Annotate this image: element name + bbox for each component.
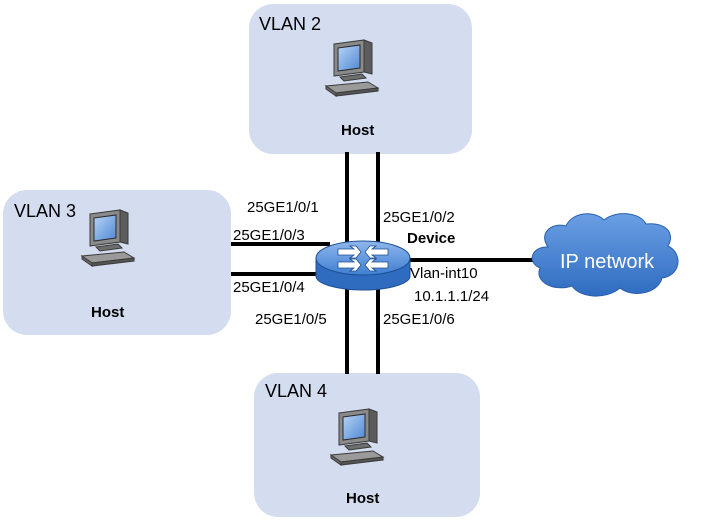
port-label-p1: 25GE1/0/1 [247,199,319,216]
port-label-p3: 25GE1/0/3 [233,227,305,244]
vlan2-host-label: Host [341,122,374,139]
links [231,152,535,374]
port-label-p5: 25GE1/0/5 [255,311,327,328]
vlan2-label: VLAN 2 [259,14,321,34]
vlan2-host-icon [325,39,379,97]
vlan4-host-label: Host [346,490,379,507]
device-interface-label: Vlan-int10 [410,265,478,282]
cloud-label: IP network [560,251,655,273]
port-label-p6: 25GE1/0/6 [383,311,455,328]
cloud-icon [531,213,679,297]
vlan4-label: VLAN 4 [265,381,327,401]
vlan4-host-icon [330,408,384,466]
vlan3-host-label: Host [91,304,124,321]
vlan3-host-icon [81,209,135,267]
port-label-p4: 25GE1/0/4 [233,279,305,296]
vlan3-label: VLAN 3 [14,201,76,221]
device-ip-label: 10.1.1.1/24 [414,288,489,305]
port-label-p2: 25GE1/0/2 [383,209,455,226]
device-label: Device [407,230,455,247]
switch-icon [315,240,411,291]
